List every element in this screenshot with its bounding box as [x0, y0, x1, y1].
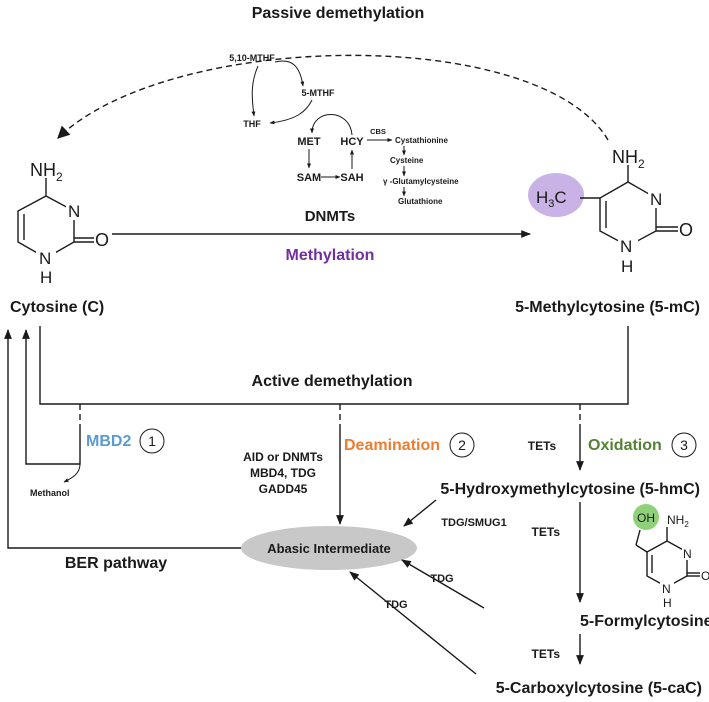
deamination-enzyme-1: AID or DNMTs — [243, 450, 323, 464]
hmc-oh-bond — [635, 529, 641, 546]
oxidation-label: Oxidation — [588, 437, 662, 454]
methylcytosine-nh-mask — [618, 238, 638, 268]
met-label: MET — [297, 136, 321, 148]
methylcytosine-n: N — [650, 190, 662, 209]
step-2-number: 2 — [458, 437, 466, 453]
hmc-structure: OH NH2 N N H O — [633, 504, 709, 610]
step-3-number: 3 — [680, 437, 688, 453]
hmc-nh-mask — [660, 582, 674, 602]
hmc-label: 5-Hydroxymethylcytosine (5-hmC) — [440, 481, 700, 498]
dnmts-label: DNMTs — [305, 208, 356, 225]
abasic-label: Abasic Intermediate — [267, 541, 391, 556]
glutamylcysteine-label: γ -Glutamylcysteine — [383, 177, 459, 186]
methylation-label: Methylation — [286, 247, 375, 264]
methionine-cycle: 5,10-MTHF 5-MTHF THF MET HCY SAM SAH CBS… — [229, 53, 459, 225]
cytosine-structure: NH2 N N H O — [17, 160, 109, 287]
active-demethylation-bracket — [39, 326, 629, 405]
deamination-enzyme-2: MBD4, TDG — [250, 466, 316, 480]
cytosine-nh2: NH2 — [30, 160, 63, 184]
mthf-5-label: 5-MTHF — [302, 88, 335, 98]
mthf-conversion-arrow — [274, 60, 305, 87]
cystathionine-label: Cystathionine — [395, 136, 448, 145]
methylcytosine-structure: NH2 H3C N N H O — [528, 147, 693, 276]
cysteine-label: Cysteine — [390, 156, 424, 165]
methylcytosine-label: 5-Methylcytosine (5-mC) — [515, 299, 700, 316]
hmc-n-mask — [682, 547, 694, 560]
hmc-o: O — [701, 569, 709, 583]
cytosine-n: N — [68, 202, 80, 221]
oh-highlight — [633, 504, 659, 530]
methylcytosine-nh2: NH2 — [612, 147, 645, 171]
sam-label: SAM — [297, 172, 321, 184]
hmc-ring — [646, 540, 688, 588]
cac-tdg-label: TDG — [384, 599, 407, 611]
methanol-label: Methanol — [30, 488, 70, 498]
glutathione-label: Glutathione — [398, 197, 443, 206]
passive-demethylation-arrow — [57, 54, 609, 141]
hcy-to-met-arrow — [310, 114, 353, 136]
mbd2-to-cytosine-arrow — [22, 329, 81, 465]
cytosine-n-bottom: N — [39, 249, 51, 268]
methylcytosine-n-mask — [648, 190, 664, 208]
ber-pathway-arrow — [4, 329, 241, 549]
hmc-nh2: NH2 — [667, 513, 689, 529]
fc-tdg-label: TDG — [430, 573, 453, 585]
deamination-enzyme-3: GADD45 — [259, 482, 308, 496]
hmc-h: H — [663, 596, 672, 610]
passive-demethylation-title: Passive demethylation — [252, 5, 425, 22]
hmc-n: N — [683, 547, 692, 561]
deamination-label: Deamination — [344, 437, 440, 454]
methyl-highlight — [528, 173, 584, 217]
thf-label: THF — [243, 119, 261, 129]
methylcytosine-o: O — [679, 220, 693, 240]
hmc-oh: OH — [637, 511, 655, 525]
mthf-to-thf-arrow — [269, 99, 313, 125]
cytosine-label: Cytosine (C) — [10, 299, 104, 316]
cytosine-nh-mask — [36, 250, 56, 278]
cytosine-n-mask — [66, 202, 82, 220]
step-3-circle — [671, 432, 697, 458]
tets-2-label: TETs — [532, 647, 561, 661]
active-demethylation-label: Active demethylation — [252, 373, 413, 390]
cytosine-h: H — [40, 268, 52, 287]
methylcytosine-n-bottom: N — [620, 237, 632, 256]
fc-label: 5-Formylcytosine (5-fC) — [580, 613, 709, 630]
fc-to-abasic-arrow — [401, 559, 485, 609]
thf-regeneration-arrow — [251, 65, 259, 117]
mthf-10-label: 5,10-MTHF — [229, 53, 275, 63]
oxidation-tets: TETs — [528, 439, 557, 453]
cytosine-o: O — [95, 230, 109, 250]
methanol-arrow — [63, 463, 81, 483]
step-1-number: 1 — [148, 433, 156, 449]
mbd2-label: MBD2 — [86, 433, 131, 450]
step-1-circle — [139, 428, 165, 454]
tdg-smug1-label: TDG/SMUG1 — [441, 517, 506, 529]
cac-to-abasic-arrow — [349, 571, 477, 675]
cbs-label: CBS — [370, 127, 386, 136]
hmc-ch2-bond — [635, 544, 648, 553]
abasic-ellipse — [241, 526, 417, 570]
sah-label: SAH — [340, 172, 363, 184]
methyl-group: H3C — [536, 188, 567, 210]
hmc-n-bottom: N — [662, 582, 671, 596]
ber-pathway-label: BER pathway — [65, 555, 167, 572]
methylcytosine-h: H — [621, 257, 633, 276]
tets-1-label: TETs — [532, 525, 561, 539]
step-2-circle — [449, 432, 475, 458]
hmc-to-abasic-arrow — [403, 499, 437, 527]
hcy-label: HCY — [340, 136, 364, 148]
cac-label: 5-Carboxylcytosine (5-caC) — [496, 680, 702, 697]
